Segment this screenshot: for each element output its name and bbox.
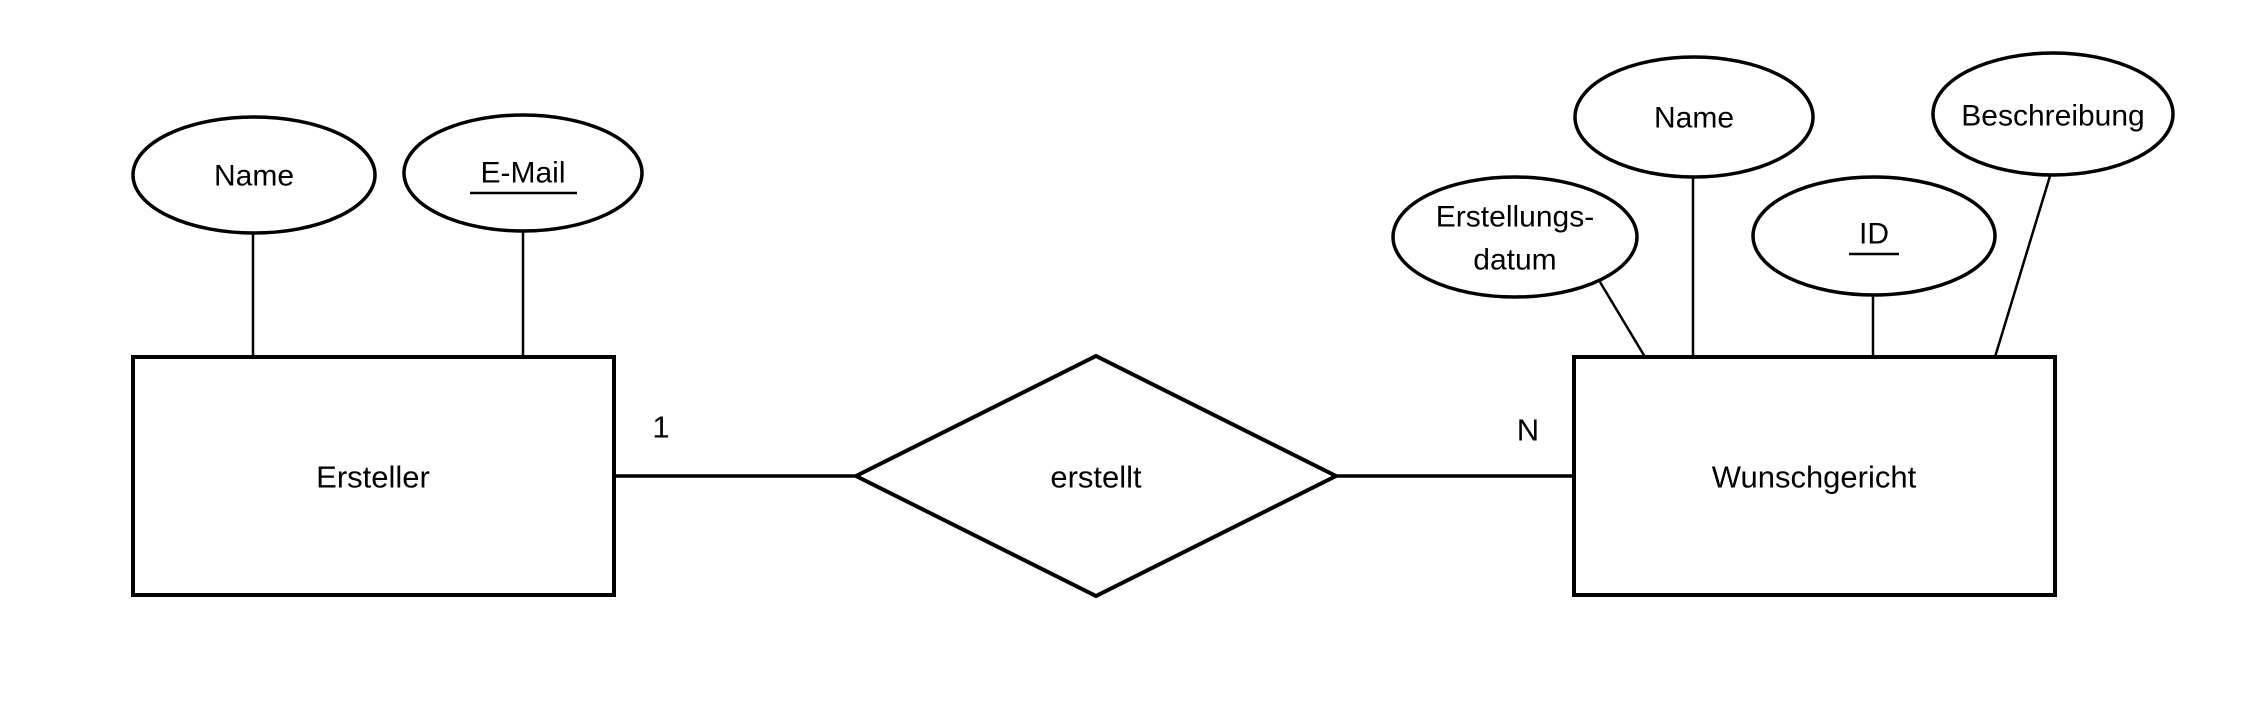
attribute-wunschgericht-erstellungsdatum-label-line1: Erstellungs-	[1436, 201, 1594, 234]
attribute-wunschgericht-beschreibung-ellipse	[1931, 51, 2175, 177]
attribute-ersteller-email-label: E-Mail	[480, 157, 565, 190]
cardinality-right-label: N	[1517, 413, 1539, 448]
attribute-ersteller-email-ellipse	[402, 113, 644, 233]
relationship-erstellt: erstellt	[851, 353, 1341, 599]
entity-ersteller: Ersteller	[131, 355, 616, 597]
cardinality-left-label: 1	[652, 410, 669, 445]
attribute-wunschgericht-beschreibung: Beschreibung	[1931, 51, 2175, 177]
entity-wunschgericht: Wunschgericht	[1572, 355, 2057, 597]
attribute-wunschgericht-id-label: ID	[1859, 218, 1889, 251]
connector-wunschgericht-erstellungsdatum	[1598, 281, 1647, 358]
attribute-ersteller-name-ellipse	[131, 115, 377, 235]
attribute-ersteller-name: Name	[131, 115, 377, 235]
connector-wunschgericht-beschreibung	[1993, 175, 2052, 358]
relationship-erstellt-diamond	[851, 353, 1341, 599]
entity-ersteller-label: Ersteller	[316, 460, 430, 495]
attribute-ersteller-name-label: Name	[214, 160, 294, 193]
attribute-wunschgericht-name-label: Name	[1654, 102, 1734, 135]
attribute-wunschgericht-id: ID	[1751, 175, 1997, 297]
relationship-erstellt-label: erstellt	[1050, 460, 1142, 495]
attribute-wunschgericht-beschreibung-label: Beschreibung	[1961, 100, 2144, 133]
attribute-wunschgericht-id-ellipse	[1751, 175, 1997, 297]
entity-wunschgericht-box	[1572, 355, 2057, 597]
attribute-wunschgericht-name-ellipse	[1573, 55, 1815, 179]
attribute-connectors	[251, 175, 2052, 358]
entity-wunschgericht-label: Wunschgericht	[1712, 460, 1917, 495]
attribute-wunschgericht-erstellungsdatum: Erstellungs- datum	[1391, 175, 1639, 299]
attribute-ersteller-email: E-Mail	[402, 113, 644, 233]
attribute-wunschgericht-erstellungsdatum-ellipse	[1391, 175, 1639, 299]
attribute-wunschgericht-name: Name	[1573, 55, 1815, 179]
entity-ersteller-box	[131, 355, 616, 597]
attribute-wunschgericht-erstellungsdatum-label-line2: datum	[1473, 244, 1556, 277]
